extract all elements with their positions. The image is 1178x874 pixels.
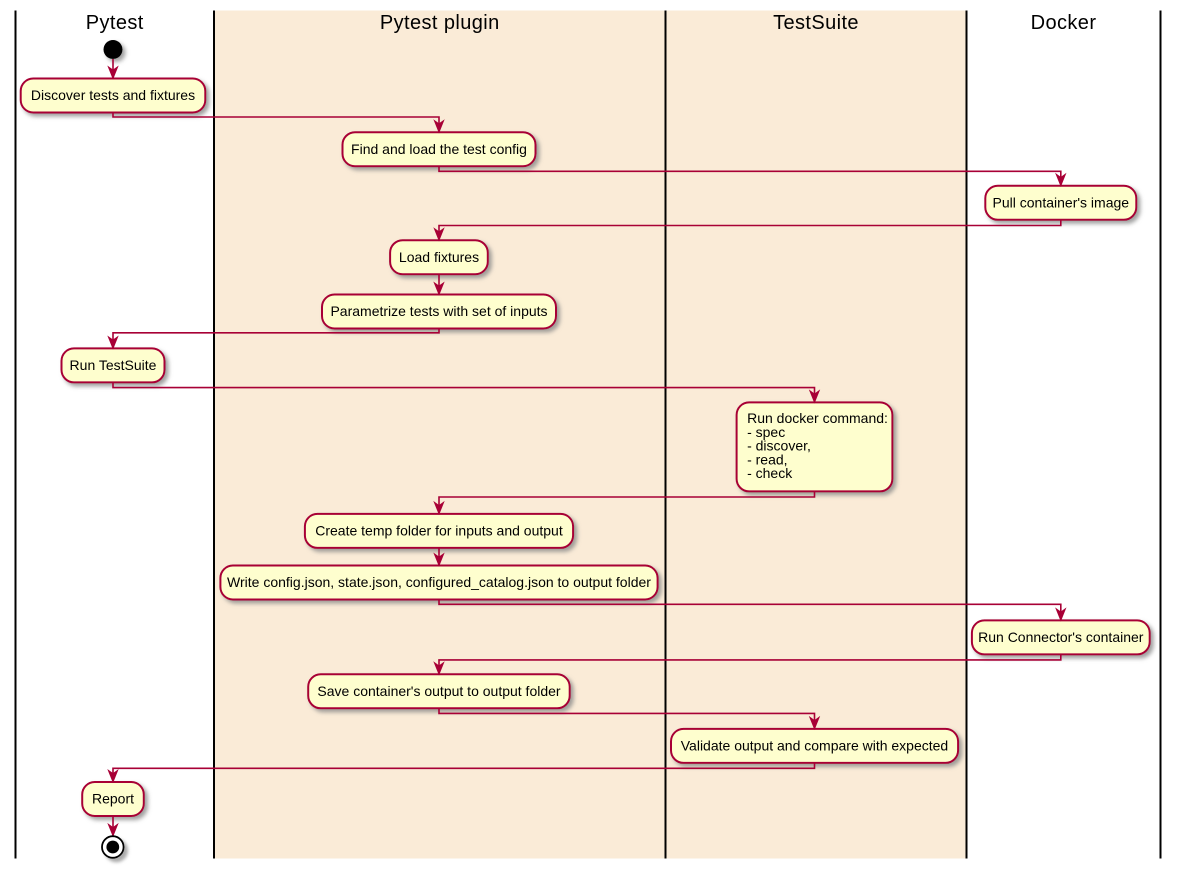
svg-text:Pytest plugin: Pytest plugin [380, 12, 500, 34]
svg-text:Validate output and compare wi: Validate output and compare with expecte… [681, 738, 948, 754]
svg-text:Pull container's image: Pull container's image [993, 194, 1130, 210]
svg-text:Load fixtures: Load fixtures [399, 249, 479, 265]
svg-text:Save container's output to out: Save container's output to output folder [317, 683, 561, 699]
svg-text:- read,: - read, [747, 451, 787, 467]
svg-text:Run Connector's container: Run Connector's container [978, 629, 1144, 645]
svg-text:Find and load the test config: Find and load the test config [351, 141, 527, 157]
svg-text:Pytest: Pytest [86, 12, 144, 34]
svg-text:Parametrize tests with set of: Parametrize tests with set of inputs [330, 303, 547, 319]
svg-text:- check: - check [747, 465, 793, 481]
svg-text:Run docker command:: Run docker command: [747, 410, 888, 426]
svg-text:Write config.json, state.json,: Write config.json, state.json, configure… [227, 574, 651, 590]
svg-text:Docker: Docker [1031, 12, 1097, 34]
svg-text:- spec: - spec [747, 424, 785, 440]
svg-text:Create temp folder for inputs: Create temp folder for inputs and output [315, 523, 563, 539]
svg-text:Report: Report [92, 791, 134, 807]
svg-text:Discover tests and fixtures: Discover tests and fixtures [31, 87, 195, 103]
svg-text:TestSuite: TestSuite [773, 12, 859, 34]
svg-text:- discover,: - discover, [747, 438, 811, 454]
svg-text:Run TestSuite: Run TestSuite [70, 357, 157, 373]
